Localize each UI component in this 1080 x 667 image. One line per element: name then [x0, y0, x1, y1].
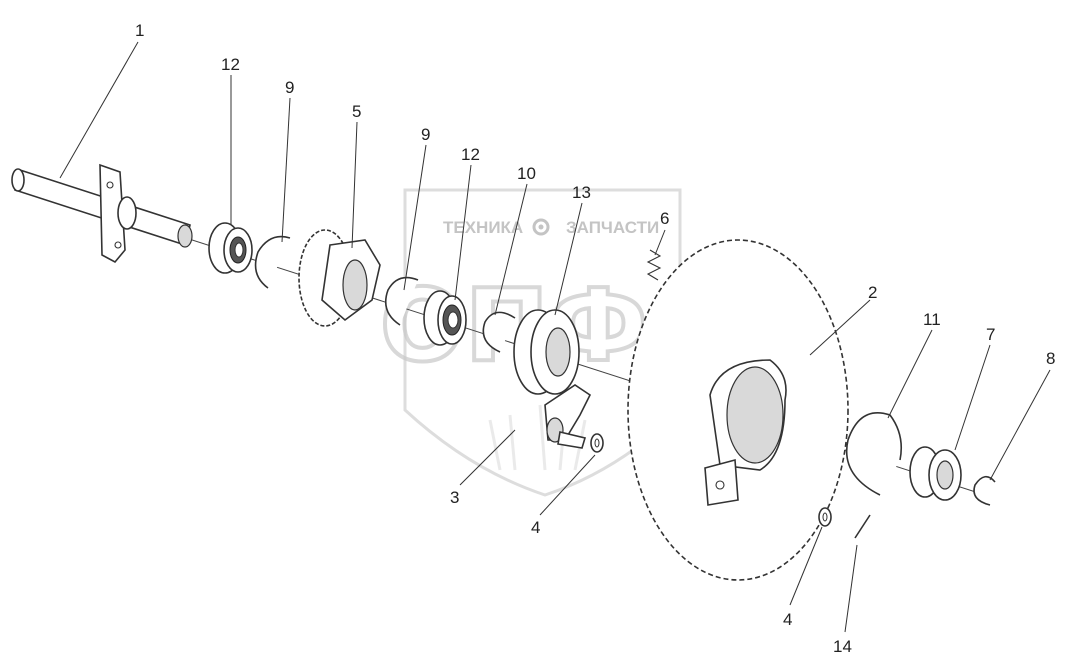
callout-5: 5: [352, 102, 361, 121]
part-11-ring-large: [846, 412, 903, 496]
callout-13: 13: [572, 183, 591, 202]
callout-4: 4: [531, 518, 540, 537]
part-3-tensioner-arm: [544, 384, 592, 449]
part-12-bearing-middle: [423, 290, 467, 346]
callout-11: 11: [923, 310, 941, 329]
part-9-snap-ring-left: [254, 235, 291, 289]
callout-6: 6: [660, 209, 669, 228]
part-12-bearing-left: [208, 222, 253, 274]
callout-12: 12: [221, 55, 240, 74]
callout-2: 2: [868, 283, 877, 302]
part-13-bearing-large: [513, 309, 580, 395]
watermark-brand-left: ТЕХНИКА: [443, 218, 523, 237]
part-8-circlip: [973, 475, 996, 506]
part-6-spring: [646, 249, 662, 281]
part-10-snap-ring: [482, 311, 516, 353]
callout-1: 1: [135, 21, 144, 40]
part-1-shaft: [11, 163, 193, 264]
leader-lines: [59, 41, 1051, 633]
callout-10: 10: [517, 164, 536, 183]
callout-7: 7: [986, 325, 995, 344]
part-4-washer-right: [818, 507, 832, 527]
callout-12: 12: [461, 145, 480, 164]
callout-9: 9: [421, 125, 430, 144]
callout-3: 3: [450, 488, 459, 507]
watermark-brand-right: ЗАПЧАСТИ: [566, 218, 659, 237]
part-14-cotter-pin: [854, 514, 871, 539]
watermark-wheat-icon: [488, 404, 587, 471]
callout-14: 14: [833, 637, 852, 656]
callout-4: 4: [783, 610, 792, 629]
part-7-bushing: [909, 446, 962, 501]
watermark-logo-letters: ОПФ: [380, 267, 648, 384]
gear-icon: [532, 218, 550, 236]
part-5-sprocket: [298, 229, 381, 327]
part-2-large-sprocket: [627, 239, 849, 581]
callout-9: 9: [285, 78, 294, 97]
part-4-washer-left: [590, 433, 604, 453]
callout-labels: 1 12 9 5 9 12 10 13 6 2 11 7 8 3 4 4 14: [135, 21, 1055, 656]
watermark-logo: ТЕХНИКА ЗАПЧАСТИ ОПФ: [378, 188, 682, 497]
callout-8: 8: [1046, 349, 1055, 368]
part-9-snap-ring-middle: [384, 276, 419, 326]
